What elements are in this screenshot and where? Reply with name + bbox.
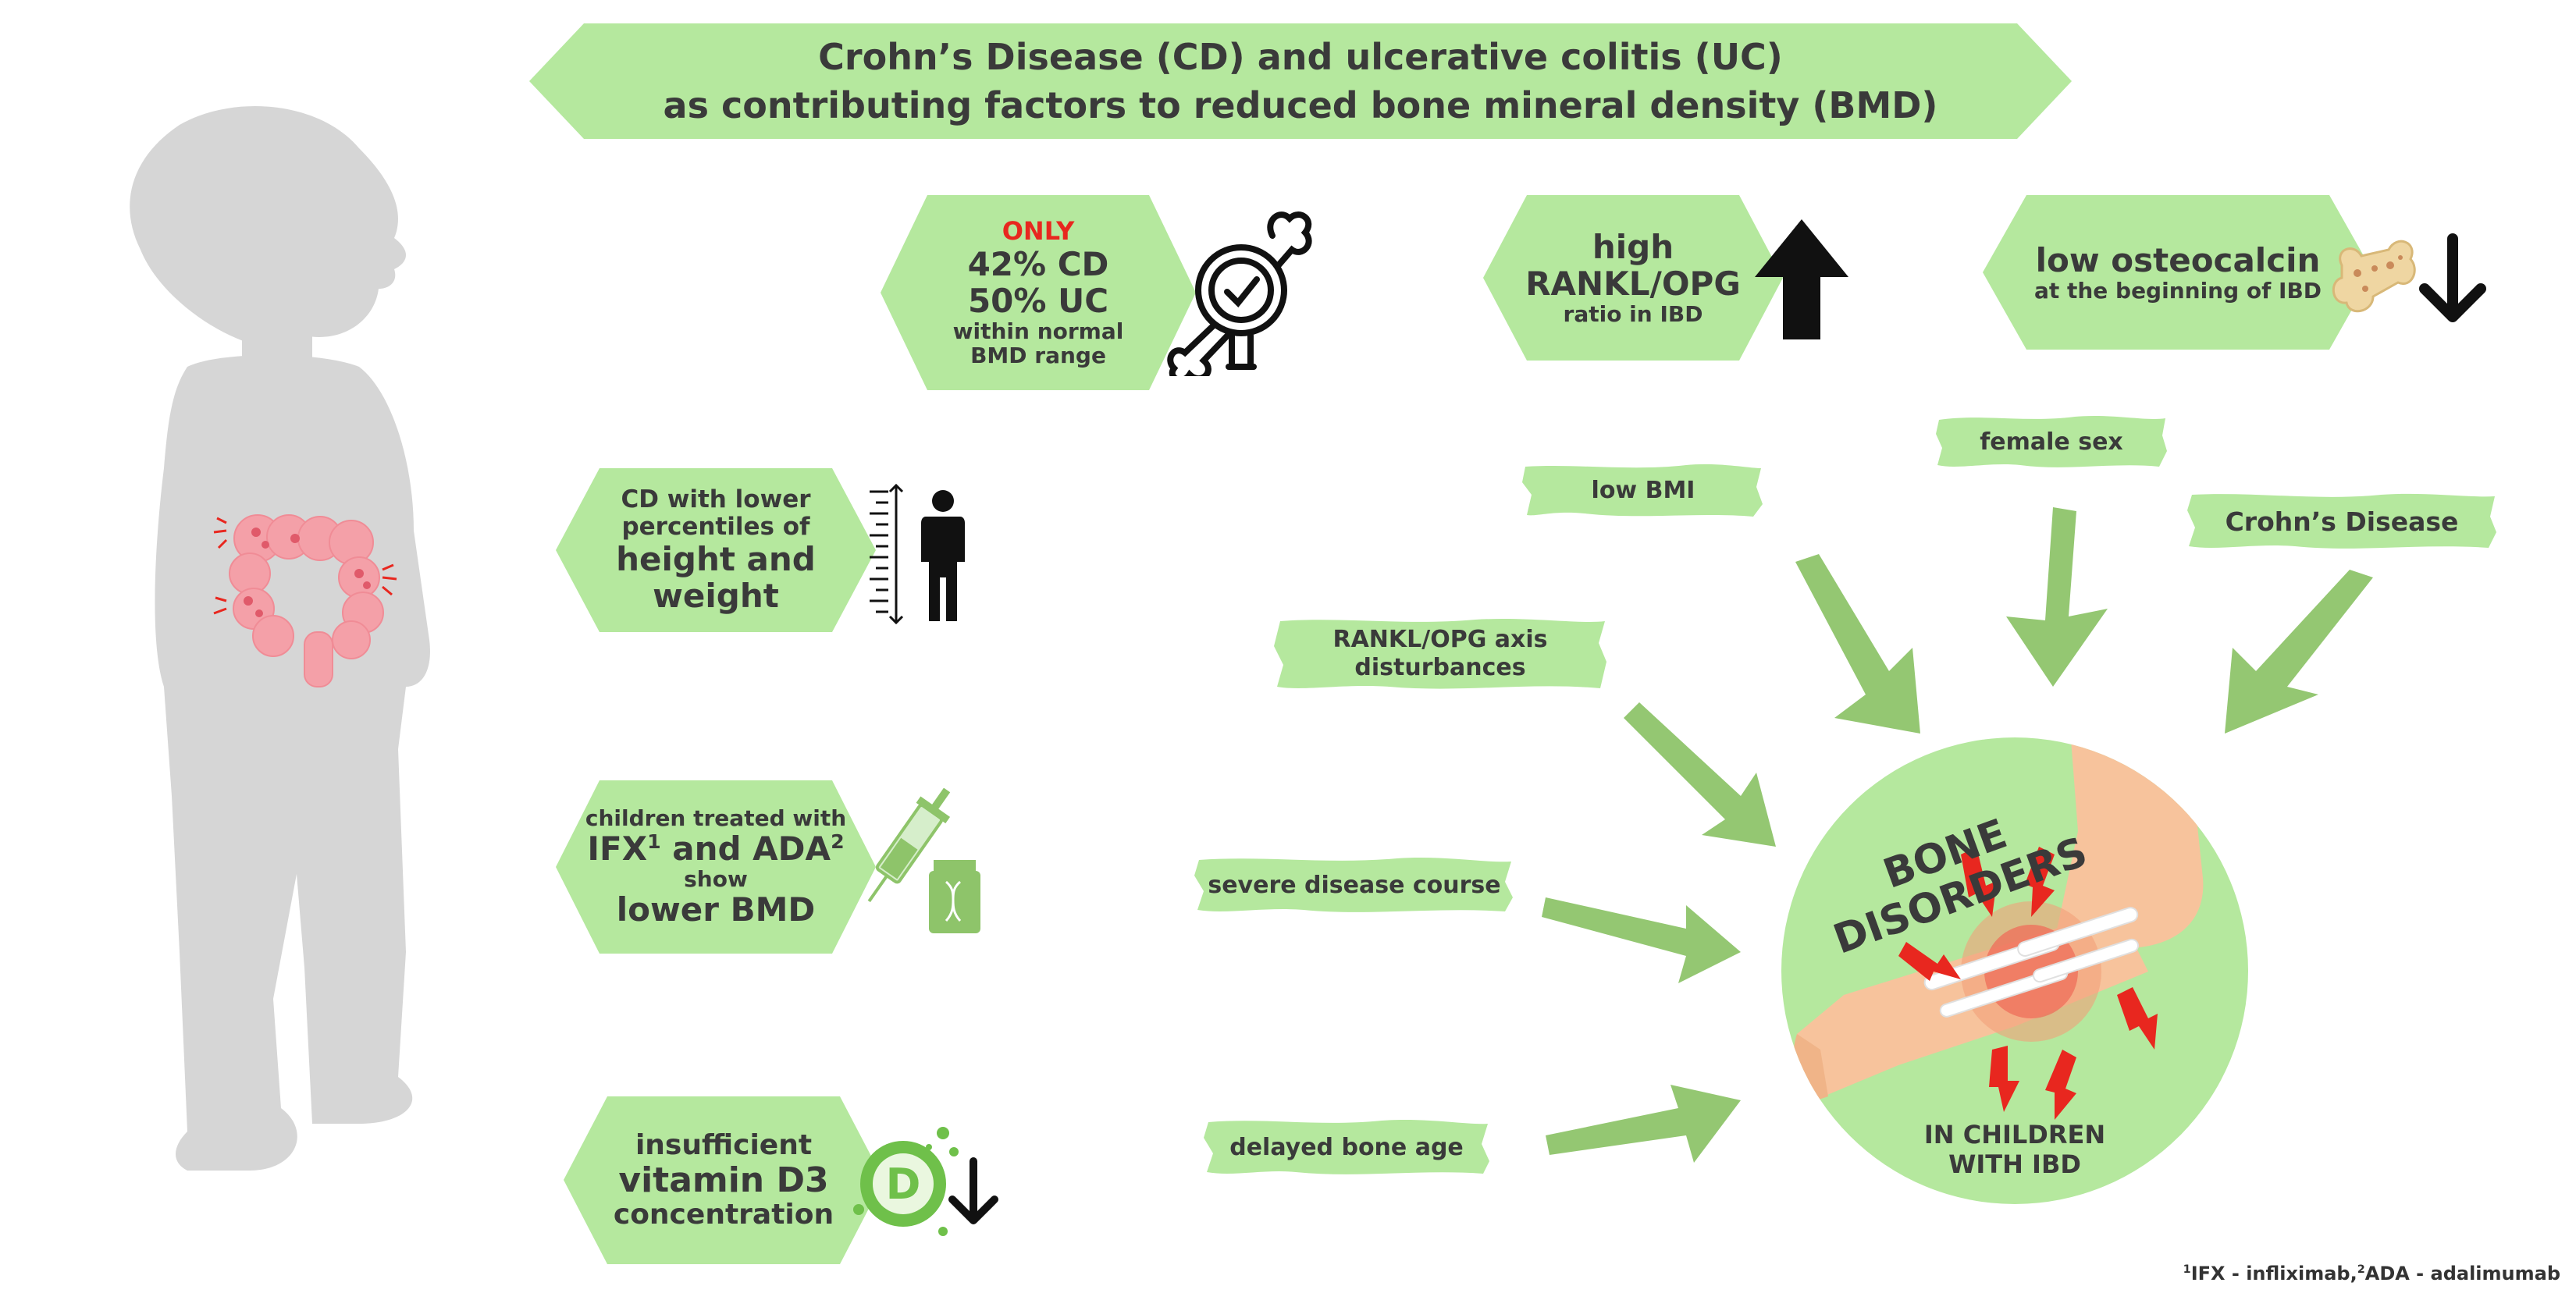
arm-fracture-icon bbox=[1793, 737, 2204, 1120]
vitamin-bubbles-icon bbox=[853, 1127, 959, 1236]
bone-disorders-circle: BONE DISORDERS IN CHILDREN WITH IBD bbox=[1781, 737, 2248, 1204]
fact-vitamin-d: insufficient vitamin D3 concentration bbox=[564, 1096, 884, 1264]
height-text-3: height and bbox=[616, 539, 816, 578]
height-measure-icon bbox=[870, 484, 965, 624]
arrow-delayed bbox=[1546, 1085, 1741, 1163]
ifx-text-2: IFX1 and ADA2 bbox=[587, 829, 845, 868]
vitd-text-1: insufficient bbox=[635, 1128, 813, 1161]
sub-line-2: WITH IBD bbox=[1948, 1149, 2081, 1180]
arrow-down-icon bbox=[2419, 233, 2486, 322]
height-text-2: percentiles of bbox=[621, 512, 810, 541]
arrow-female-sex bbox=[2006, 507, 2108, 687]
vitd-text-2: vitamin D3 bbox=[618, 1160, 829, 1200]
bone-tissue-icon bbox=[2332, 240, 2416, 313]
factor-low-bmi: low BMI bbox=[1522, 460, 1764, 520]
abbreviations-footnote: 1IFX - infliximab,2ADA - adalimumab bbox=[2183, 1263, 2560, 1284]
fact-rankl-opg: high RANKL/OPG ratio in IBD bbox=[1483, 195, 1783, 361]
factor-delayed-bone-age: delayed bone age bbox=[1202, 1116, 1491, 1178]
factor-crohns-disease: Crohn’s Disease bbox=[2186, 490, 2498, 552]
bone-disorders-subtitle: IN CHILDREN WITH IBD bbox=[1781, 1120, 2248, 1180]
rankl-ratio: ratio in IBD bbox=[1563, 301, 1703, 328]
fact-height-weight: CD with lower percentiles of height and … bbox=[556, 468, 876, 632]
height-text-1: CD with lower bbox=[621, 485, 811, 514]
title-banner: Crohn’s Disease (CD) and ulcerative coli… bbox=[529, 23, 2072, 139]
vitd-text-3: concentration bbox=[613, 1199, 834, 1231]
factor-severe-disease: severe disease course bbox=[1194, 854, 1514, 916]
bmd-range-text-2: BMD range bbox=[970, 342, 1106, 368]
osteocalcin-timing: at the beginning of IBD bbox=[2033, 277, 2322, 304]
fact-bmd-range: ONLY 42% CD 50% UC within normal BMD ran… bbox=[881, 195, 1196, 390]
bone-check-icon bbox=[1167, 211, 1312, 376]
title-line-1: Crohn’s Disease (CD) and ulcerative coli… bbox=[818, 36, 1783, 78]
sub-line-1: IN CHILDREN bbox=[1923, 1120, 2106, 1149]
syringe-vial-icon bbox=[867, 788, 980, 933]
osteocalcin-label: low osteocalcin bbox=[2035, 240, 2321, 279]
arrow-low-bmi bbox=[1795, 554, 1920, 734]
arrow-up-icon bbox=[1755, 219, 1848, 339]
vitamin-d-icon: D bbox=[860, 1141, 946, 1227]
inflamed-colon-icon bbox=[213, 514, 397, 687]
arrow-down-icon bbox=[948, 1157, 998, 1224]
rankl-high: high bbox=[1592, 228, 1674, 267]
ifx-text-1: children treated with bbox=[585, 805, 847, 831]
fact-osteocalcin: low osteocalcin at the beginning of IBD bbox=[1983, 195, 2373, 350]
arrow-rankl-axis bbox=[1624, 702, 1776, 847]
bmd-range-text-1: within normal bbox=[952, 318, 1124, 344]
ifx-text-3: show bbox=[684, 866, 748, 892]
ifx-text-4: lower BMD bbox=[616, 890, 816, 929]
arrow-crohns bbox=[2225, 570, 2373, 734]
vitamin-d-letter: D bbox=[873, 1153, 934, 1214]
title-line-2: as contributing factors to reduced bone … bbox=[663, 84, 1938, 126]
only-label: ONLY bbox=[1002, 215, 1075, 246]
cd-percent: 42% CD bbox=[967, 244, 1109, 283]
fact-ifx-ada: children treated with IFX1 and ADA2 show… bbox=[556, 780, 876, 954]
height-text-4: weight bbox=[653, 576, 779, 615]
factor-female-sex: female sex bbox=[1934, 412, 2169, 471]
rankl-opg: RANKL/OPG bbox=[1525, 265, 1741, 304]
uc-percent: 50% UC bbox=[967, 281, 1109, 320]
arrow-severe bbox=[1542, 897, 1741, 983]
